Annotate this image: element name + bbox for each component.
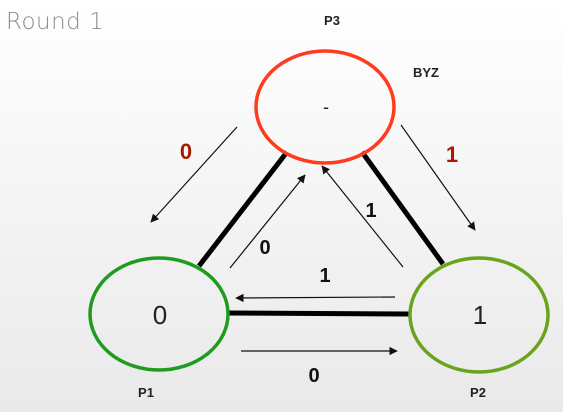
- label-p3-to-p2: 1: [446, 142, 458, 167]
- node-p2-value: 1: [473, 300, 487, 330]
- label-p2-to-p3: 1: [365, 200, 376, 222]
- arrow-p3-to-p1: [150, 126, 238, 223]
- node-p1-name: P1: [138, 385, 154, 400]
- arrow-p2-to-p3: [321, 165, 404, 268]
- edge-p1-p2: [227, 310, 411, 317]
- slide-title: Round 1: [6, 9, 105, 35]
- edge-p2-p3: [359, 150, 446, 266]
- node-p3-name: P3: [324, 13, 340, 28]
- label-p1-to-p3: 0: [259, 237, 270, 259]
- label-p1-to-p2: 0: [308, 365, 319, 387]
- edge-p1-p3: [197, 150, 289, 268]
- label-p2-to-p1: 1: [319, 265, 330, 287]
- arrow-p3-to-p2: [400, 124, 476, 231]
- byzantine-tag: BYZ: [413, 65, 439, 80]
- arrow-p1-to-p3: [229, 174, 306, 269]
- node-p1-circle: [88, 256, 230, 372]
- node-p3-circle: [254, 49, 396, 165]
- node-p2-circle: [408, 256, 550, 374]
- node-p3-value: -: [323, 97, 329, 117]
- node-p1-value: 0: [153, 300, 167, 330]
- label-p3-to-p1: 0: [180, 139, 192, 164]
- arrow-p2-to-p1: [235, 293, 396, 303]
- node-p2-name: P2: [470, 385, 486, 400]
